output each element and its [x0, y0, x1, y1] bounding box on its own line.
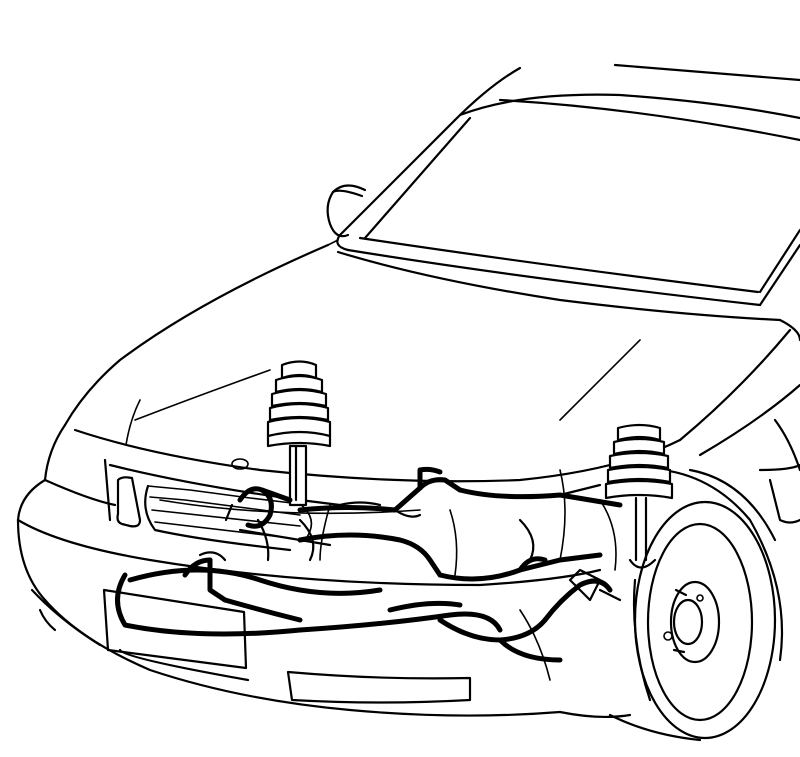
hood [63, 243, 800, 483]
front-bumper [16, 478, 632, 718]
ghosted-body-lines [159, 469, 617, 576]
side-mirror [326, 184, 367, 246]
subframe [115, 466, 623, 663]
left-strut-spring [231, 360, 332, 507]
lower-arms [238, 483, 622, 602]
roof-and-windshield [336, 63, 800, 307]
right-strut-spring [604, 423, 674, 569]
side-body [678, 328, 800, 524]
